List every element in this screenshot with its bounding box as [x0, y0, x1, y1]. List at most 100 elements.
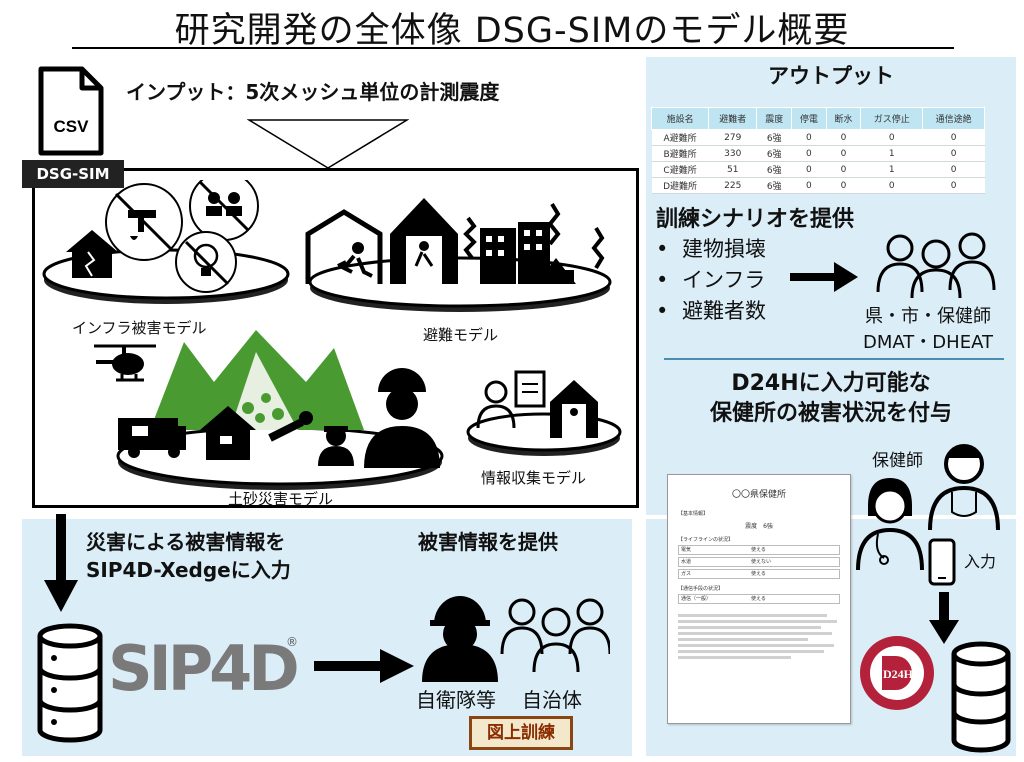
lifeline-name: 電気: [681, 547, 692, 553]
table-cell: 6強: [756, 129, 792, 146]
lifeline-name: ガス: [681, 571, 692, 577]
landslide-model-illustration: [116, 330, 444, 490]
nurse-label: 保健師: [872, 451, 923, 471]
document-shindo: 震度 6強: [745, 523, 773, 530]
info-model-label: 情報収集モデル: [481, 469, 587, 487]
header-gas-stop: ガス停止: [860, 107, 924, 130]
lifeline-status: 使えない: [751, 559, 772, 565]
d24h-logo-text: D24H: [883, 667, 914, 681]
damaged-house-icon: [66, 230, 118, 278]
csv-label: CSV: [54, 117, 90, 136]
table-cell: 225: [708, 177, 757, 194]
header-intensity: 震度: [756, 107, 793, 130]
table-cell: 51: [708, 161, 757, 178]
document-section: 【通信手段の状況】: [678, 586, 724, 592]
list-item: 避難者数: [656, 296, 766, 327]
sip4d-database-icon: [37, 623, 103, 743]
table-row: B避難所 330 6強 0 0 1 0: [651, 145, 985, 162]
table-cell: D避難所: [651, 177, 709, 194]
down-arrow-icon: [929, 592, 959, 644]
document-section: 【ライフラインの状況】: [678, 537, 734, 543]
list-item: 建物損壊: [656, 234, 766, 265]
header-facility: 施設名: [650, 107, 710, 130]
comm-status: 使える: [751, 596, 766, 602]
table-row: A避難所 279 6強 0 0 0 0: [651, 129, 985, 146]
smartphone-icon: [928, 538, 956, 586]
table-row: C避難所 51 6強 0 0 1 0: [651, 161, 985, 178]
sip4d-line2: SIP4D-Xedgeに入力: [86, 558, 291, 582]
soldier-icon: [422, 596, 498, 682]
comm-name: 通信（一般）: [681, 596, 712, 602]
helicopter-icon: [94, 344, 156, 382]
table-cell: 1: [860, 161, 923, 178]
sip4d-logo-text: SIP4D: [108, 632, 297, 698]
actors-line1: 県・市・保健師: [865, 306, 991, 327]
d24h-title: D24Hに入力可能な 保健所の被害状況を付与: [646, 369, 1016, 429]
table-cell: 0: [922, 177, 985, 194]
table-cell: 279: [708, 129, 757, 146]
table-cell: 0: [922, 145, 985, 162]
table-cell: 0: [826, 145, 861, 162]
table-cell: 0: [826, 177, 861, 194]
table-cell: A避難所: [651, 129, 709, 146]
section-divider: [664, 358, 1004, 360]
header-water-outage: 断水: [825, 107, 862, 130]
registered-mark: ®: [286, 635, 298, 649]
dsg-sim-badge: DSG-SIM: [22, 160, 124, 188]
actors-line2: DMAT・DHEAT: [863, 332, 993, 353]
table-cell: 6強: [756, 161, 792, 178]
table-cell: 6強: [756, 145, 792, 162]
table-cell: 0: [791, 145, 827, 162]
info-model-illustration: [466, 370, 622, 456]
input-action-label: 入力: [964, 552, 997, 571]
output-table-header-row: 施設名 避難者 震度 停電 断水 ガス停止 通信途絶: [650, 107, 985, 130]
table-cell: 6強: [756, 177, 792, 194]
evacuation-model-label: 避難モデル: [423, 326, 499, 344]
csv-file-icon: CSV: [38, 66, 104, 156]
table-cell: 0: [791, 161, 827, 178]
table-cell: 0: [791, 129, 827, 146]
right-arrow-icon: [314, 649, 414, 683]
input-triangle: [247, 119, 409, 169]
table-row: D避難所 225 6強 0 0 0 0: [651, 177, 985, 194]
output-title: アウトプット: [768, 64, 894, 88]
table-cell: C避難所: [651, 161, 709, 178]
document-section: 【基本情報】: [678, 511, 709, 517]
tabletop-training-badge: 図上訓練: [469, 716, 573, 750]
d24h-title-line1: D24Hに入力可能な: [731, 371, 931, 396]
table-cell: B避難所: [651, 145, 709, 162]
lifeline-status: 使える: [751, 547, 766, 553]
provide-info-title: 被害情報を提供: [418, 530, 558, 554]
header-comm-loss: 通信途絶: [922, 107, 985, 130]
local-government-people-icon: [500, 598, 610, 673]
table-cell: 1: [860, 145, 923, 162]
d24h-database-icon: [951, 641, 1011, 753]
training-actors: 県・市・保健師 DMAT・DHEAT: [838, 304, 1018, 356]
document-title: 〇〇県保健所: [731, 490, 786, 500]
table-cell: 0: [922, 129, 985, 146]
local-government-label: 自治体: [522, 688, 582, 712]
lifeline-name: 水道: [681, 559, 692, 565]
page-title: 研究開発の全体像 DSG-SIMのモデル概要: [174, 11, 850, 51]
table-cell: 330: [708, 145, 757, 162]
sip4d-input-description: 災害による被害情報を SIP4D-Xedgeに入力: [86, 528, 291, 584]
header-power-outage: 停電: [791, 107, 827, 130]
table-cell: 0: [860, 177, 923, 194]
title-underline: [72, 47, 954, 49]
male-nurse-icon: [928, 444, 1000, 531]
table-cell: 0: [826, 161, 861, 178]
sip4d-logo: SIP4D ®: [108, 632, 298, 698]
table-cell: 0: [922, 161, 985, 178]
infra-model-illustration: [42, 180, 290, 304]
sip4d-line1: 災害による被害情報を: [86, 530, 286, 554]
input-description: インプット：5次メッシュ単位の計測震度: [126, 80, 500, 104]
list-item: インフラ: [656, 265, 766, 296]
female-nurse-icon: [856, 478, 924, 571]
sdf-label: 自衛隊等: [416, 688, 496, 712]
table-cell: 0: [860, 129, 923, 146]
output-table: 施設名 避難者 震度 停電 断水 ガス停止 通信途絶 A避難所 279 6強 0…: [650, 107, 985, 194]
table-cell: 0: [826, 129, 861, 146]
infra-model-label: インフラ被害モデル: [72, 319, 207, 337]
right-arrow-icon: [790, 262, 858, 292]
landslide-model-label: 土砂災害モデル: [228, 490, 334, 508]
